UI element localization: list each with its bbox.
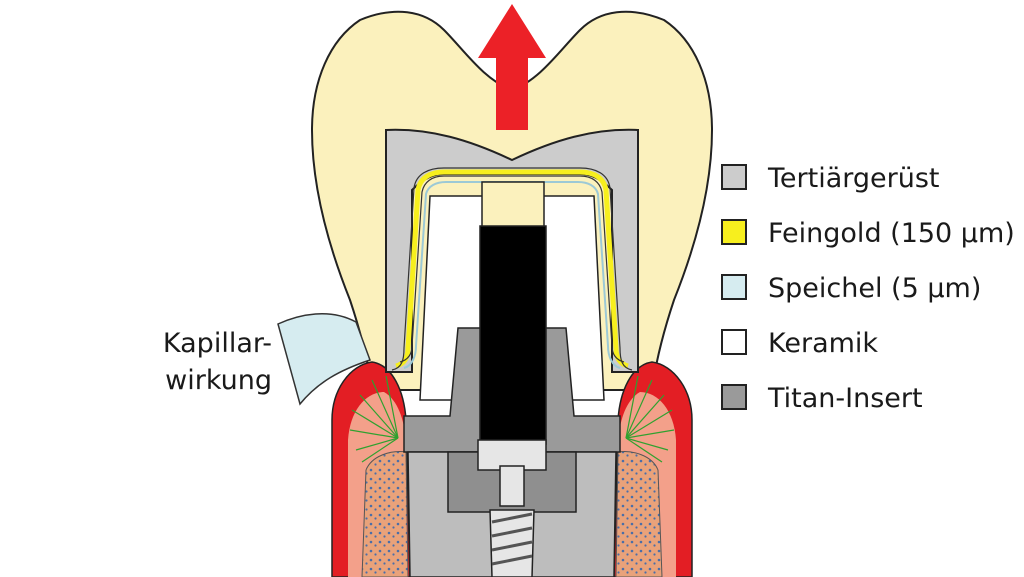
- gold-foil-swatch: [721, 219, 747, 245]
- gum-fibers-left: [349, 375, 399, 463]
- gum-fibers-right: [625, 375, 675, 463]
- annotation-line1: Kapillar-: [163, 328, 272, 359]
- pull-direction-arrow: [478, 4, 546, 130]
- legend-label: Keramik: [768, 328, 878, 359]
- capillary-action-wedge: [277, 313, 371, 406]
- annotation-line2: wirkung: [165, 365, 272, 396]
- legend-item: Keramik: [721, 328, 878, 359]
- saliva-swatch: [721, 274, 747, 300]
- crown-top-insert: [481, 181, 545, 231]
- tertiary-structure-swatch: [721, 164, 747, 190]
- legend-item: Titan-Insert: [721, 383, 923, 414]
- black-core: [479, 225, 547, 445]
- legend-label: Speichel (5 µm): [768, 273, 981, 304]
- legend-label: Feingold (150 µm): [768, 218, 1015, 249]
- bone-left: [361, 451, 409, 577]
- bone-right: [615, 451, 663, 577]
- legend-item: Feingold (150 µm): [721, 218, 1015, 249]
- legend-item: Speichel (5 µm): [721, 273, 981, 304]
- gold-foil-layer: [395, 169, 629, 369]
- legend-label: Tertiärgerüst: [767, 163, 940, 194]
- legend-label: Titan-Insert: [767, 383, 923, 414]
- ceramic-swatch: [721, 329, 747, 355]
- titanium-insert-swatch: [721, 384, 747, 410]
- screw: [477, 439, 547, 577]
- legend-item: Tertiärgerüst: [721, 163, 940, 194]
